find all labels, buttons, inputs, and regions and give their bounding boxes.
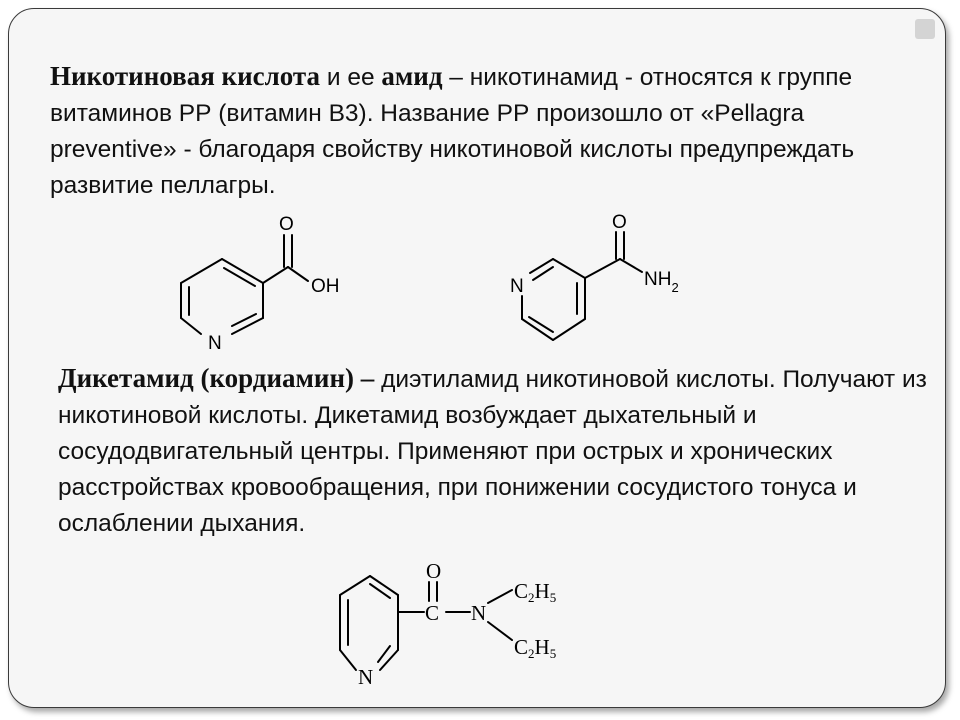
text-segment: и ее xyxy=(320,64,382,91)
term-amide: амид xyxy=(381,61,443,91)
slide-frame xyxy=(8,8,946,708)
term-nicotinic-acid: Никотиновая кислота xyxy=(50,61,321,91)
text-segment: – никотинамид - относятся к группе витам… xyxy=(50,64,855,199)
corner-decoration xyxy=(915,19,935,39)
diketamide-paragraph: Дикетамид (кордиамин) – диэтиламид никот… xyxy=(58,360,938,542)
term-diketamide: Дикетамид (кордиамин) – xyxy=(58,363,375,393)
text-segment: диэтиламид никотиновой кислоты. Получают… xyxy=(58,366,927,537)
intro-paragraph: Никотиновая кислота и ее амид – никотина… xyxy=(50,58,910,204)
